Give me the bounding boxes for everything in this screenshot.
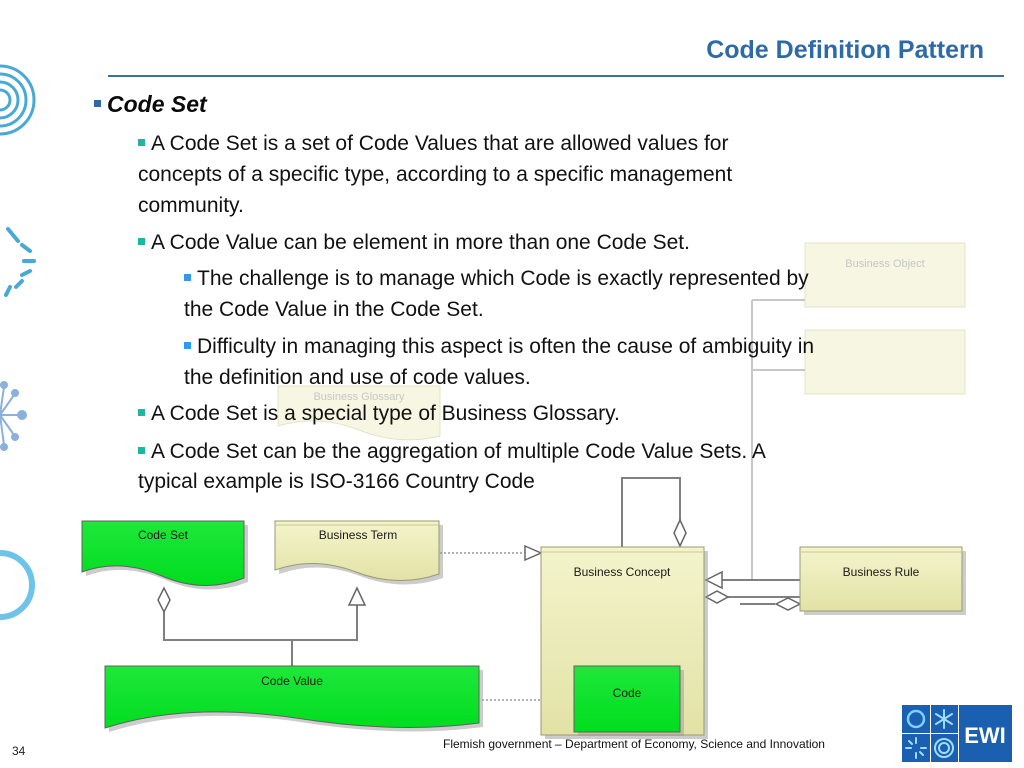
generalization-arrow [347, 586, 367, 606]
business-object-ghost [804, 242, 966, 308]
sub-bullet-1-line-2: the Code Value in the Code Set. [184, 298, 484, 321]
business-glossary-ghost-label: Business Glossary [313, 391, 405, 403]
bullet-item-1-line-3: community. [138, 194, 244, 217]
code-value-label: Code Value [261, 674, 323, 688]
bullet-item-4-line-2: typical example is ISO-3166 Country Code [138, 470, 535, 493]
code-box: Code [573, 665, 684, 736]
connector-symbols [157, 518, 802, 709]
square-bullet-icon [138, 139, 145, 146]
sunburst-icon [4, 227, 36, 297]
bullet-item-4-line-1: A Code Set can be the aggregation of mul… [151, 440, 766, 463]
bullet-item-1-line-2: concepts of a specific type, according t… [138, 163, 733, 186]
bullet-heading: Code Set [94, 91, 207, 118]
code-set-label: Code Set [138, 528, 189, 542]
diagram-connectors [163, 477, 800, 666]
sub-bullet-2-line-2: the definition and use of code values. [184, 366, 531, 389]
logo-tile-text [959, 705, 1012, 762]
business-rule-box: Business Rule [799, 546, 966, 615]
spiral-icon [0, 64, 36, 136]
bullet-item-1: A Code Set is a set of Code Values that … [138, 128, 728, 159]
logo-text: EWI [964, 723, 1006, 748]
aggregation-diamond [704, 590, 730, 604]
business-rule-label: Business Rule [843, 565, 920, 579]
background-faded-diagram: Business Object Business Glossary [277, 242, 966, 580]
business-term-box: Business Term [274, 520, 443, 585]
ghost-entity-box [804, 329, 966, 395]
aggregation-diamond [157, 586, 171, 614]
bullet-item-3-text: A Code Set is a special type of Business… [151, 402, 620, 425]
sub-bullet-1: The challenge is to manage which Code is… [184, 263, 809, 294]
footer-text: Flemish government – Department of Econo… [443, 737, 825, 751]
ring-icon [0, 550, 35, 620]
slide-number: 34 [12, 744, 26, 758]
business-object-ghost-label: Business Object [845, 258, 924, 270]
square-bullet-icon [184, 342, 191, 349]
business-glossary-ghost [277, 385, 441, 441]
bullet-item-3: A Code Set is a special type of Business… [138, 398, 620, 429]
code-set-box: Code Set [81, 520, 248, 590]
code-value-box: Code Value [104, 665, 483, 732]
bullet-item-4: A Code Set can be the aggregation of mul… [138, 436, 766, 467]
bullet-item-1-line-1: A Code Set is a set of Code Values that … [151, 132, 729, 155]
logo-tile-circle [902, 705, 930, 733]
slide-title: Code Definition Pattern [706, 36, 984, 64]
square-bullet-icon [184, 274, 191, 281]
sub-bullet-2: Difficulty in managing this aspect is of… [184, 331, 814, 362]
code-set-heading: Code Set [107, 91, 207, 117]
square-bullet-icon [138, 447, 145, 454]
sub-bullet-1-line-1: The challenge is to manage which Code is… [197, 267, 809, 290]
generalization-arrow [704, 570, 723, 590]
square-bullet-icon [94, 100, 101, 107]
bullet-item-2: A Code Value can be element in more than… [138, 227, 690, 258]
ewi-logo: EWI [902, 705, 1012, 762]
code-label: Code [613, 686, 642, 700]
aggregation-diamond [673, 518, 687, 548]
title-divider [108, 75, 1004, 77]
dependency-arrowhead [524, 544, 543, 562]
business-concept-label: Business Concept [574, 565, 671, 579]
decorative-side-icons [0, 64, 36, 620]
business-term-label: Business Term [319, 528, 397, 542]
network-node-icon [0, 381, 27, 451]
square-bullet-icon [138, 409, 145, 416]
square-bullet-icon [138, 238, 145, 245]
dependency-arrows [440, 552, 558, 701]
bullet-item-2-text: A Code Value can be element in more than… [151, 231, 690, 254]
sub-bullet-2-line-1: Difficulty in managing this aspect is of… [197, 335, 815, 358]
